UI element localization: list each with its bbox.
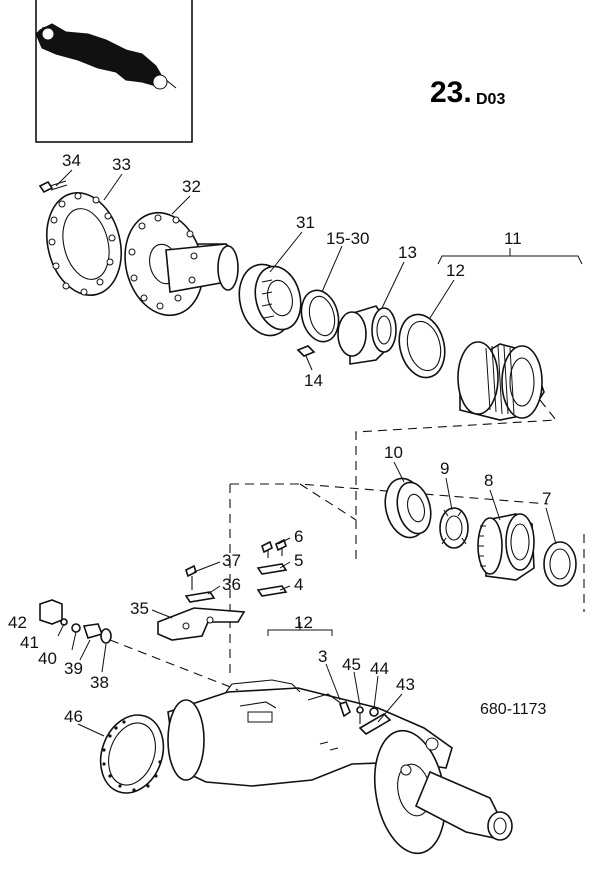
callout-9: 9 — [440, 459, 449, 478]
callout-3: 3 — [318, 647, 327, 666]
callout-labels: 34 33 32 31 15-30 13 11 12 14 10 9 8 7 6… — [8, 151, 551, 726]
part-39-bushing — [82, 623, 104, 639]
part-12-seal — [398, 313, 446, 379]
callout-6: 6 — [294, 527, 303, 546]
part-9-slotted-nut — [439, 507, 469, 549]
part-8-gear-hub — [477, 513, 535, 581]
part-40-washer — [71, 623, 81, 633]
callout-40: 40 — [38, 649, 57, 668]
callout-44: 44 — [370, 659, 389, 678]
part-15-30-seal-ring — [300, 289, 340, 343]
callout-8: 8 — [484, 471, 493, 490]
part-37-bolt — [185, 564, 197, 590]
callout-37: 37 — [222, 551, 241, 570]
part-43-plate — [358, 712, 392, 736]
callout-35: 35 — [130, 599, 149, 618]
callout-39: 39 — [64, 659, 83, 678]
locator-inset — [35, 0, 193, 143]
page-identifier: 23. D03 — [430, 76, 505, 109]
page-suffix: D03 — [476, 91, 505, 108]
callout-46: 46 — [64, 707, 83, 726]
part-46-brake-band — [99, 714, 165, 794]
callout-45: 45 — [342, 655, 361, 674]
part-10-bearing — [384, 477, 432, 539]
callout-15-30: 15-30 — [326, 229, 369, 248]
part-34-bolt — [38, 180, 68, 194]
callout-31: 31 — [296, 213, 315, 232]
callout-12-lower: 12 — [294, 613, 313, 632]
fitting-center-line — [109, 639, 239, 691]
page-number: 23. — [430, 76, 472, 109]
wheel-flange-spindle — [374, 729, 513, 855]
part-7-ring — [543, 541, 577, 587]
part-5-lock-plate — [256, 563, 288, 575]
part-31-bearing — [238, 263, 302, 337]
assembly-group-outline-axle — [229, 483, 549, 676]
callout-4: 4 — [294, 575, 303, 594]
callout-10: 10 — [384, 443, 403, 462]
callout-7: 7 — [542, 489, 551, 508]
part-36-washer-plate — [184, 591, 216, 603]
part-4-lock-plate — [256, 585, 288, 597]
callout-14: 14 — [304, 371, 323, 390]
leader-lines — [39, 169, 583, 737]
callout-5: 5 — [294, 551, 303, 570]
assembly-group-outline-right — [355, 399, 585, 612]
drawing-number: 680-1173 — [480, 701, 547, 718]
part-13-bearing-race — [337, 305, 397, 365]
callout-13: 13 — [398, 243, 417, 262]
part-14-pin — [296, 345, 316, 357]
part-38-ring — [100, 628, 112, 644]
callout-43: 43 — [396, 675, 415, 694]
callout-32: 32 — [182, 177, 201, 196]
callout-12-upper: 12 — [446, 261, 465, 280]
part-11-hub-drum — [457, 341, 545, 421]
part-33-flange-ring — [46, 191, 122, 297]
callout-33: 33 — [112, 155, 131, 174]
part-44-washer — [369, 707, 379, 717]
callout-34: 34 — [62, 151, 81, 170]
part-6-screws — [261, 538, 287, 558]
part-35-bracket — [157, 607, 246, 641]
callout-11: 11 — [504, 229, 522, 248]
callout-42: 42 — [8, 613, 27, 632]
callout-38: 38 — [90, 673, 109, 692]
part-42-block — [39, 599, 63, 625]
part-32-hub-spindle — [124, 211, 239, 317]
group-bracket-lower-12 — [267, 622, 333, 636]
part-45-bolt — [356, 706, 364, 724]
callout-41: 41 — [20, 633, 39, 652]
part-3-breather — [338, 701, 351, 718]
callout-36: 36 — [222, 575, 241, 594]
